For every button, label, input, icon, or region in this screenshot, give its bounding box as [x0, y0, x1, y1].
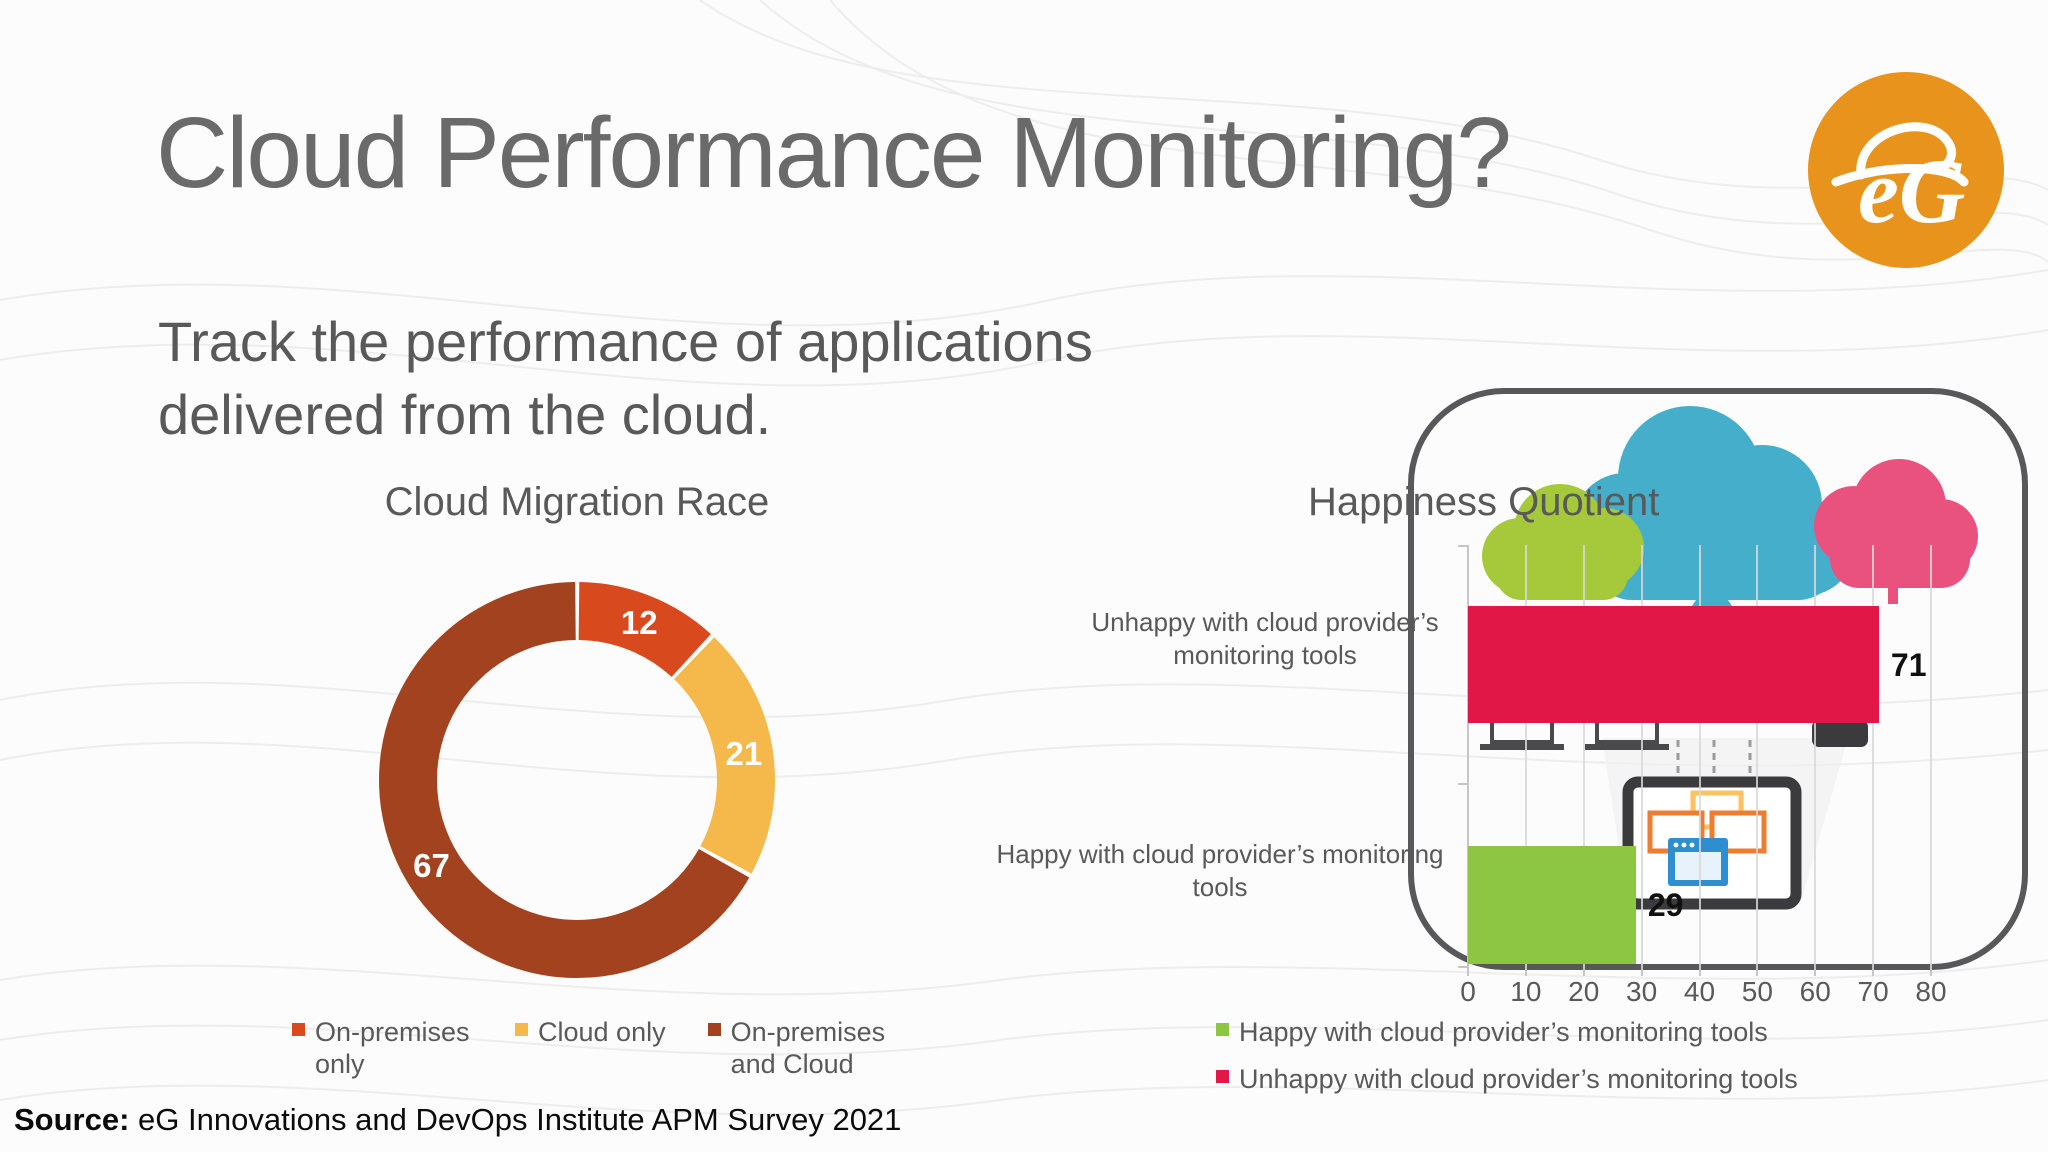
- x-tick-label: 70: [1857, 976, 1889, 1007]
- legend-item: Cloud only: [515, 1016, 666, 1081]
- axis-tick: [1872, 968, 1875, 976]
- axis-tick: [1524, 968, 1527, 976]
- legend-item: Happy with cloud provider’s monitoring t…: [1216, 1016, 1798, 1048]
- axis-tick: [1458, 966, 1468, 968]
- legend-marker: [1216, 1070, 1229, 1084]
- axis-tick: [1698, 968, 1701, 976]
- bar-category-label: Unhappy with cloud provider’s monitoring…: [1091, 607, 1439, 671]
- legend-marker: [1216, 1023, 1229, 1036]
- bar-1: [1468, 846, 1636, 964]
- page-title: Cloud Performance Monitoring?: [156, 97, 1512, 209]
- grid-line: [1930, 545, 1932, 968]
- axis-tick: [1930, 968, 1932, 976]
- legend-label: On-premises only: [315, 1017, 470, 1080]
- bar-0: [1468, 606, 1879, 723]
- cloud-illustration: [1480, 406, 1978, 910]
- legend-label: Cloud only: [538, 1017, 666, 1047]
- eg-logo: eG: [1808, 72, 2004, 268]
- device-icon: [1812, 720, 1868, 747]
- axis-tick: [1582, 968, 1585, 976]
- legend-item: Unhappy with cloud provider’s monitoring…: [1216, 1063, 1798, 1095]
- laptop-icon: [1585, 723, 1669, 750]
- source-label: Source:: [14, 1102, 130, 1137]
- donut-svg: [379, 582, 775, 978]
- donut-data-label: 12: [620, 603, 658, 641]
- x-tick-label: 60: [1799, 976, 1831, 1007]
- bar-chart-title: Happiness Quotient: [1308, 480, 1660, 524]
- grid-line: [1582, 545, 1585, 968]
- pink-cloud-icon: [1814, 459, 1978, 604]
- eg-logo-text: eG: [1858, 140, 1965, 242]
- x-tick-label: 20: [1568, 976, 1600, 1007]
- legend-item: On-premises only: [292, 1016, 473, 1081]
- axis-tick: [1458, 545, 1468, 547]
- bar-category-label: Happy with cloud provider’s monitoring t…: [996, 839, 1444, 903]
- donut-data-label: 67: [413, 847, 450, 885]
- axis-tick: [1756, 968, 1759, 976]
- bar-value-label: 71: [1890, 646, 1927, 683]
- legend-marker: [515, 1023, 528, 1036]
- eg-logo-swoosh: [1831, 122, 1969, 187]
- grid-line: [1814, 545, 1817, 968]
- legend-label: Happy with cloud provider’s monitoring t…: [1239, 1017, 1768, 1047]
- bar-value-label: 29: [1647, 887, 1684, 923]
- x-tick-label: 40: [1683, 976, 1716, 1007]
- grid-line: [1640, 545, 1643, 968]
- subtitle: Track the performance of applications de…: [158, 310, 1093, 446]
- source-text: eG Innovations and DevOps Institute APM …: [129, 1102, 902, 1137]
- x-tick-label: 0: [1460, 976, 1476, 1007]
- rounded-frame: [1408, 388, 2028, 970]
- bar-chart-plot: 71 29: [1458, 545, 1932, 976]
- source-line: Source: eG Innovations and DevOps Instit…: [14, 1102, 901, 1138]
- donut-legend: On-premises only Cloud only On-premises an…: [292, 1016, 889, 1081]
- donut-data-label: 21: [725, 734, 763, 772]
- axis-tick: [1458, 783, 1468, 785]
- legend-label: Unhappy with cloud provider’s monitoring…: [1239, 1064, 1798, 1095]
- donut-segment-2: [379, 582, 775, 978]
- x-tick-label: 10: [1510, 976, 1542, 1007]
- grid-line: [1698, 545, 1701, 968]
- donut-segment-1: [379, 582, 775, 978]
- grid-line: [1756, 545, 1759, 968]
- x-tick-label: 30: [1626, 976, 1658, 1007]
- y-axis-line: [1467, 545, 1469, 968]
- grid-line: [1524, 545, 1527, 968]
- axis-tick: [1467, 968, 1469, 976]
- donut-chart: 12 21 67: [379, 582, 775, 978]
- x-tick-label: 50: [1741, 976, 1773, 1007]
- axis-tick: [1814, 968, 1817, 976]
- laptop-icon: [1480, 723, 1564, 750]
- legend-marker: [707, 1023, 721, 1036]
- legend-item: On-premises and Cloud: [707, 1016, 889, 1081]
- window-blue-icon: [1668, 838, 1728, 886]
- bar-chart-legend: Happy with cloud provider’s monitoring t…: [1216, 1016, 1798, 1096]
- x-tick-label: 80: [1915, 976, 1947, 1007]
- donut-chart-title: Cloud Migration Race: [384, 480, 770, 524]
- legend-label: On-premises and Cloud: [730, 1017, 886, 1080]
- grid-line: [1872, 545, 1875, 968]
- axis-tick: [1640, 968, 1643, 976]
- legend-marker: [292, 1023, 305, 1036]
